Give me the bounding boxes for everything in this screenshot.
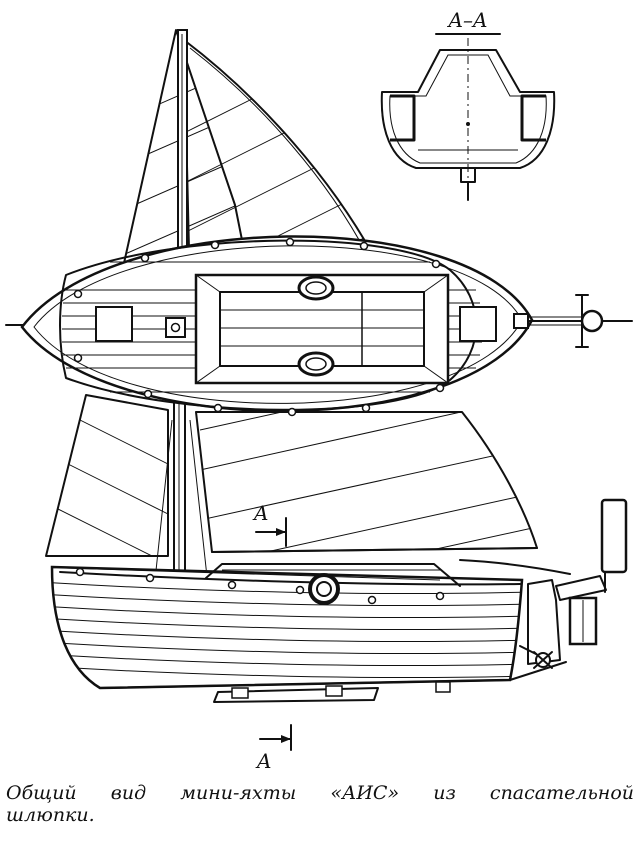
porthole-side bbox=[308, 573, 340, 605]
section-marker-lower: A bbox=[255, 724, 292, 770]
hull-section-outline bbox=[380, 49, 556, 169]
porthole-top-lower bbox=[297, 351, 335, 377]
rudder-head bbox=[555, 575, 607, 601]
propeller-blades bbox=[533, 651, 553, 669]
section-seat-left bbox=[390, 94, 416, 142]
lower-mainsail bbox=[195, 411, 538, 553]
shrouds bbox=[154, 419, 209, 587]
toe-rail bbox=[65, 567, 441, 581]
section-seat-right bbox=[520, 94, 546, 142]
cabin-side bbox=[205, 563, 461, 587]
boom bbox=[211, 547, 538, 553]
tiller bbox=[600, 498, 628, 574]
forward-hatch bbox=[95, 306, 133, 342]
cabin-bevels bbox=[195, 274, 449, 384]
aft-hatch bbox=[459, 306, 497, 342]
deck-planking-area bbox=[59, 239, 478, 411]
keel-brackets bbox=[231, 681, 451, 699]
hull-strakes bbox=[52, 581, 522, 679]
stern-skeg bbox=[509, 661, 567, 681]
deck-stanchions bbox=[73, 237, 445, 417]
porthole-top-upper bbox=[297, 275, 335, 301]
keel-shoe bbox=[213, 687, 379, 703]
side-stanchions bbox=[75, 567, 445, 605]
deck-plan bbox=[5, 235, 633, 417]
lifeline bbox=[459, 559, 571, 575]
lower-mast bbox=[173, 394, 186, 596]
section-title: A–A bbox=[447, 8, 488, 32]
section-center-dot bbox=[466, 122, 470, 126]
section-marker-lower-label: A bbox=[255, 749, 271, 770]
section-a-a: A–A bbox=[380, 8, 556, 201]
rudder-assembly bbox=[519, 498, 628, 669]
prop-shaft bbox=[519, 645, 537, 655]
hull-side-view bbox=[50, 559, 571, 703]
rub-rail bbox=[59, 571, 521, 586]
section-marker-upper: A bbox=[252, 501, 287, 547]
hull-section-inner bbox=[389, 54, 547, 164]
mast-step bbox=[165, 317, 186, 338]
section-marker-upper-label: A bbox=[252, 501, 268, 525]
tiller-and-rudder-top bbox=[513, 294, 633, 348]
yacht-drawing: A–A bbox=[5, 8, 633, 770]
figure-caption: Общий вид мини-яхты «АИС» из спасательно… bbox=[6, 782, 634, 826]
